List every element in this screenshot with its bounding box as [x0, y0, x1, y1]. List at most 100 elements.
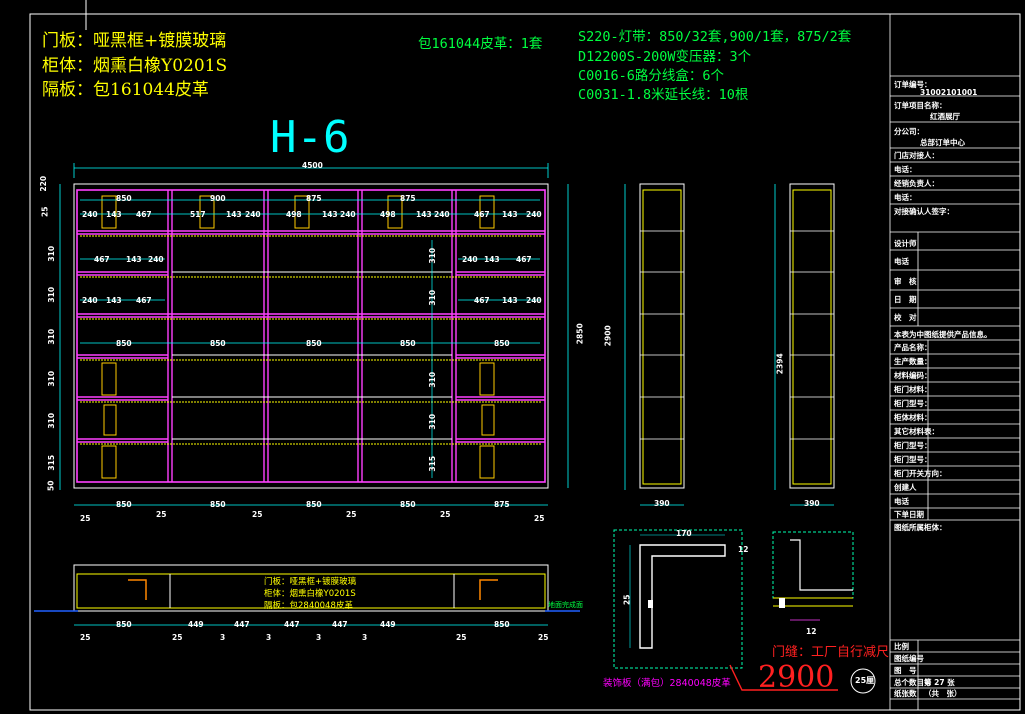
tb-row-17: 柜体材料：: [894, 413, 932, 422]
dim-bot-3: 850: [306, 500, 322, 509]
detail-side: [772, 531, 854, 621]
dim-plan-3: 447: [234, 620, 250, 629]
dim-gap-3: 25: [252, 510, 263, 519]
tb-row-6: 设计师: [894, 239, 917, 248]
dim-sub2-l2: 143: [126, 255, 142, 264]
tb-row-14: 材料编码：: [894, 371, 932, 380]
plan-note-door: 门板：哑黑框+镀膜玻璃: [264, 577, 357, 587]
dim-sub1-15: 240: [526, 210, 542, 219]
dim-plan-6: 449: [380, 620, 396, 629]
dim-plan-5: 447: [332, 620, 348, 629]
dim-detail-a2: 25: [622, 594, 632, 605]
dim-plan-1: 850: [116, 620, 132, 629]
plan-view: [34, 564, 580, 626]
side-elevation-2: [774, 183, 835, 506]
dim-mid-2: 850: [210, 339, 226, 348]
dim-ml-2: 310: [428, 289, 438, 306]
dim-sub1-5: 143: [226, 210, 242, 219]
dim-sub2-r1: 240: [462, 255, 478, 264]
tb-total: （共 张）: [924, 689, 962, 698]
dim-sub1-11: 143: [416, 210, 432, 219]
dim-lv-9: 310: [47, 370, 57, 387]
dim-top-2: 900: [210, 194, 226, 203]
dim-plan-gap-4: 3: [266, 633, 272, 642]
dim-sub3-l2: 143: [106, 296, 122, 305]
tb-footer-4: 总个数目号: [894, 678, 932, 687]
dim-gap-6: 25: [534, 514, 545, 523]
plan-note-cabinet: 柜体：烟熏白橡Y0201S: [264, 589, 356, 599]
tb-footer-5: 纸张数: [894, 689, 917, 698]
dim-sub1-14: 143: [502, 210, 518, 219]
dim-plan-gap-7: 25: [456, 633, 467, 642]
dim-gap-2: 25: [156, 510, 167, 519]
tb-row-20: 柜门型号：: [894, 455, 932, 464]
dim-sub2-l3: 240: [148, 255, 164, 264]
dim-sub1-10: 498: [380, 210, 396, 219]
tb-row-23: 电话: [894, 497, 909, 506]
note-cabinet-material: 柜体：烟熏白橡Y0201S: [42, 56, 228, 76]
dim-mid-5: 850: [494, 339, 510, 348]
detail-caption: 装饰板（满包）2840048皮革: [603, 678, 731, 689]
dim-plan-2: 449: [188, 620, 204, 629]
dim-sub3-r3: 240: [526, 296, 542, 305]
note-shelf-material: 隔板：包161044皮革: [42, 80, 209, 100]
tb-row-18: 其它材料表：: [894, 427, 939, 436]
tb-row-4: 电话：: [894, 193, 917, 202]
dim-plan-4: 447: [284, 620, 300, 629]
tb-row-22: 创建人: [894, 483, 917, 492]
dim-plan-gap-2: 25: [172, 633, 183, 642]
dim-sub3-l1: 240: [82, 296, 98, 305]
tb-row-15: 柜门材料：: [894, 385, 932, 394]
dim-top-3: 875: [306, 194, 322, 203]
dim-detail-b: 170: [676, 529, 692, 538]
dim-total-width: 4500: [302, 161, 323, 170]
drawing-title: H-6: [270, 112, 350, 163]
tb-row-24: 下单日期: [894, 510, 924, 519]
plan-notes: 门板：哑黑框+镀膜玻璃 柜体：烟熏白橡Y0201S 隔板：包2840048皮革: [264, 576, 356, 612]
dim-bot-2: 850: [210, 500, 226, 509]
dim-lv-2: 25: [40, 206, 50, 217]
dim-sub2-r3: 467: [516, 255, 532, 264]
drawing-frame: [29, 13, 1021, 711]
dim-total-height: 2850: [575, 323, 585, 345]
dim-plan-gap-1: 25: [80, 633, 91, 642]
dim-lv-5: 310: [47, 286, 57, 303]
dim-gap-5: 25: [440, 510, 451, 519]
plan-note-shelf: 隔板：包2840048皮革: [264, 601, 353, 611]
dim-side-inner-height: 2394: [775, 353, 785, 375]
dim-gap-1: 25: [80, 514, 91, 523]
dim-sub1-7: 498: [286, 210, 302, 219]
dim-lv-1: 220: [39, 175, 49, 192]
title-block-grid: [889, 14, 1020, 710]
tb-row-7: 电话: [894, 257, 909, 266]
dim-ml-1: 310: [428, 247, 438, 264]
tb-order-no: 31002101001: [920, 88, 978, 97]
dim-gap-4: 25: [346, 510, 357, 519]
dim-detail-a3: 12: [806, 627, 817, 636]
note-leather-set: 包161044皮革：1套: [418, 36, 543, 52]
tb-row-21: 柜门开关方向：: [894, 469, 947, 478]
dim-lv-11: 310: [47, 412, 57, 429]
tb-footer-3: 图 号: [894, 666, 917, 675]
dim-ml-5: 315: [428, 455, 438, 472]
dim-sub1-1: 240: [82, 210, 98, 219]
tb-department: 总部订单中心: [920, 138, 965, 147]
dim-sub1-12: 240: [434, 210, 450, 219]
tb-row-11: 本表为中图纸提供产品信息。: [894, 330, 992, 339]
note-light-strip: S220-灯带：850/32套,900/1套，875/2套: [578, 29, 852, 45]
dim-sub1-3: 467: [136, 210, 152, 219]
tb-row-9: 日 期: [894, 295, 917, 304]
note-extension-cord: C0031-1.8米延长线：10根: [578, 87, 749, 103]
height-callout-shape: [729, 664, 876, 694]
dim-sub3-r1: 467: [474, 296, 490, 305]
note-door-material: 门板：哑黑框+镀膜玻璃: [42, 31, 227, 51]
dim-sub1-8: 143: [322, 210, 338, 219]
dim-sub3-r2: 143: [502, 296, 518, 305]
dim-bot-4: 850: [400, 500, 416, 509]
dim-top-4: 875: [400, 194, 416, 203]
dim-bot-1: 850: [116, 500, 132, 509]
dim-plan-gap-8: 25: [538, 633, 549, 642]
dim-ml-3: 310: [428, 371, 438, 388]
dim-side-depth-2: 390: [804, 499, 820, 508]
